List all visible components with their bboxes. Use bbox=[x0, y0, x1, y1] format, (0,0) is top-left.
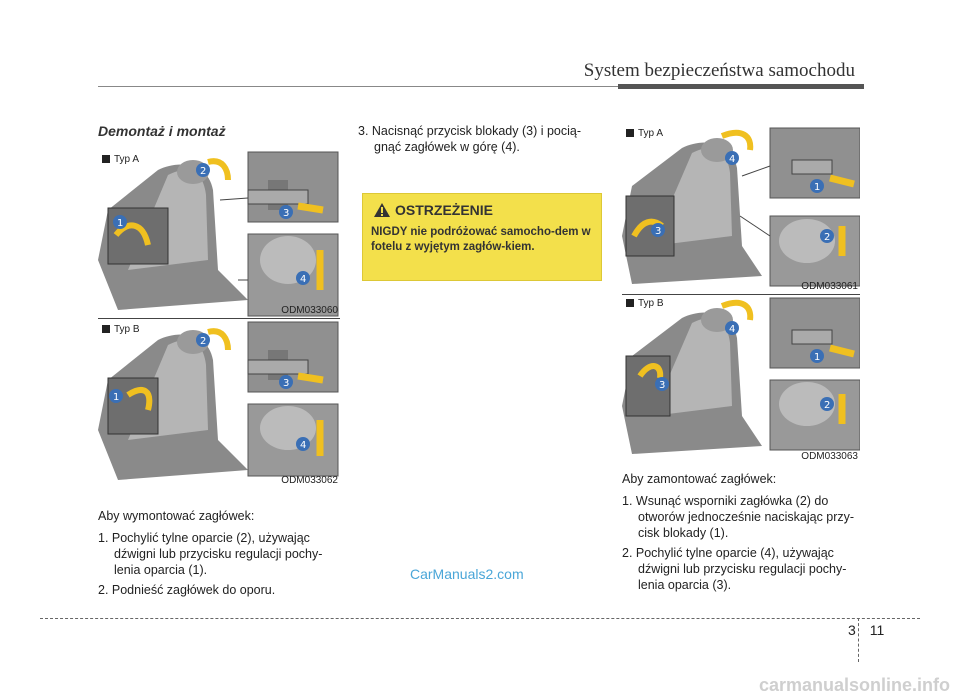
install-step-2: 2. Pochylić tylne oparcie (4), używając … bbox=[622, 546, 847, 592]
svg-text:2: 2 bbox=[824, 400, 830, 411]
seat-illustration: 1 2 3 4 bbox=[98, 151, 339, 317]
svg-text:1: 1 bbox=[117, 218, 123, 229]
footer-rule bbox=[40, 618, 920, 619]
seat-illustration: 4 3 1 2 bbox=[622, 127, 860, 287]
remove-instructions: Aby wymontować zagłówek: 1. Pochylić tyl… bbox=[98, 508, 340, 598]
figure-code: ODM033062 bbox=[281, 475, 338, 486]
figure-seat-install-type-b: Typ B 4 3 1 2 ODM033063 bbox=[622, 296, 860, 464]
svg-text:4: 4 bbox=[729, 154, 735, 165]
svg-text:2: 2 bbox=[824, 232, 830, 243]
seat-illustration: 4 3 1 2 bbox=[622, 297, 860, 454]
figure-type-label: Typ A bbox=[102, 154, 139, 165]
svg-text:4: 4 bbox=[300, 274, 306, 285]
install-step-1: 1. Wsunąć wsporniki zagłówka (2) do otwo… bbox=[622, 494, 855, 540]
figure-code: ODM033063 bbox=[801, 451, 858, 462]
warning-box: OSTRZEŻENIE NIGDY nie podróżować samocho… bbox=[362, 193, 602, 281]
site-watermark: carmanualsonline.info bbox=[758, 675, 950, 695]
svg-text:4: 4 bbox=[300, 440, 306, 451]
svg-text:1: 1 bbox=[814, 352, 820, 363]
remove-step-3: 3. Nacisnąć przycisk blokady (3) i pocią… bbox=[358, 124, 581, 154]
figure-type-label: Typ B bbox=[102, 324, 140, 335]
figure-code: ODM033061 bbox=[801, 281, 858, 292]
svg-text:3: 3 bbox=[659, 380, 665, 391]
svg-text:2: 2 bbox=[200, 336, 206, 347]
figure-seat-remove-type-b: Typ B 1 2 3 4 ODM033062 bbox=[98, 320, 340, 488]
figure-type-label: Typ B bbox=[626, 298, 664, 309]
warning-body: NIGDY nie podróżować samocho-dem w fotel… bbox=[371, 226, 591, 253]
figure-divider bbox=[622, 294, 860, 295]
svg-text:4: 4 bbox=[729, 324, 735, 335]
page-number-separator bbox=[858, 618, 859, 662]
section-title: Demontaż i montaż bbox=[98, 123, 226, 139]
seat-illustration: 1 2 3 4 bbox=[98, 321, 339, 480]
svg-text:3: 3 bbox=[655, 226, 661, 237]
section-header-title: System bezpieczeństwa samochodu bbox=[583, 60, 855, 81]
svg-text:1: 1 bbox=[113, 392, 119, 403]
svg-text:1: 1 bbox=[814, 182, 820, 193]
figure-type-label: Typ A bbox=[626, 128, 663, 139]
warning-triangle-icon bbox=[374, 203, 390, 217]
figure-seat-remove-type-a: Typ A 1 2 3 4 ODM033060 bbox=[98, 150, 340, 318]
remove-intro: Aby wymontować zagłówek: bbox=[98, 509, 255, 523]
header-bar bbox=[618, 84, 864, 89]
warning-title: OSTRZEŻENIE bbox=[395, 202, 494, 218]
remove-step-2: 2. Podnieść zagłówek do oporu. bbox=[98, 583, 276, 597]
header-rule bbox=[98, 86, 618, 87]
install-instructions: Aby zamontować zagłówek: 1. Wsunąć wspor… bbox=[622, 471, 860, 593]
remove-step-1: 1. Pochylić tylne oparcie (2), używając … bbox=[98, 531, 323, 577]
figure-divider bbox=[98, 318, 340, 319]
install-intro: Aby zamontować zagłówek: bbox=[622, 472, 777, 486]
svg-text:2: 2 bbox=[200, 166, 206, 177]
svg-text:3: 3 bbox=[283, 378, 289, 389]
watermark-link[interactable]: CarManuals2.com bbox=[410, 566, 524, 582]
figure-code: ODM033060 bbox=[281, 305, 338, 316]
svg-text:3: 3 bbox=[283, 208, 289, 219]
figure-seat-install-type-a: Typ A 4 3 1 2 ODM033061 bbox=[622, 126, 860, 294]
